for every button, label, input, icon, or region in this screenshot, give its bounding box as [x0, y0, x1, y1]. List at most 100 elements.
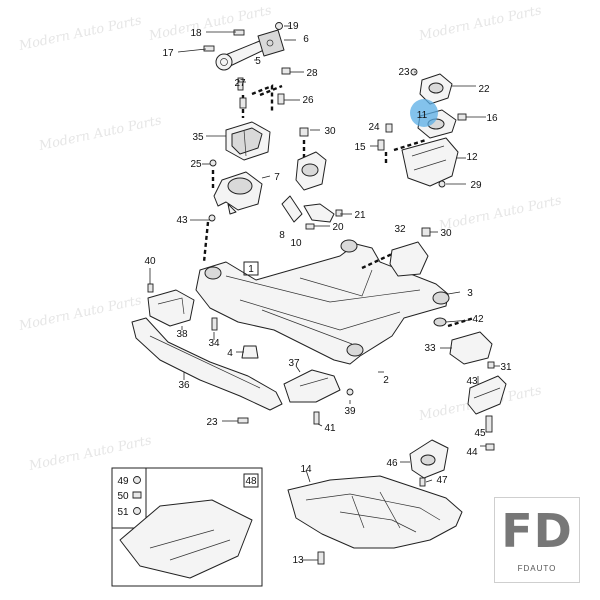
callout-7: 7 [274, 172, 280, 183]
callout-box-48 [243, 473, 259, 488]
legend-frame [111, 467, 147, 529]
callout-26: 26 [302, 95, 314, 106]
callout-48: 48 [245, 476, 257, 487]
watermark-text: Modern Auto Parts [147, 3, 274, 44]
callout-41: 41 [324, 423, 336, 434]
clip-49-icon [133, 476, 141, 484]
clip-50-icon [132, 491, 142, 499]
callout-6: 6 [303, 34, 309, 45]
callout-15: 15 [354, 142, 366, 153]
clip-51-icon [133, 507, 141, 515]
callout-1: 1 [248, 264, 254, 275]
bolt-28 [281, 67, 291, 75]
bracket-38 [147, 289, 195, 327]
callout-20: 20 [332, 222, 344, 233]
watermark-text: Modern Auto Parts [17, 13, 144, 54]
bracket-12 [401, 137, 459, 187]
watermark-text: Modern Auto Parts [437, 193, 564, 234]
bolt-17 [203, 45, 215, 52]
callout-24: 24 [368, 122, 380, 133]
callout-18: 18 [190, 28, 202, 39]
callout-40: 40 [144, 256, 156, 267]
callout-34: 34 [208, 338, 220, 349]
callout-21: 21 [354, 210, 366, 221]
bolt-13 [317, 551, 325, 565]
bushing-rear [346, 343, 364, 357]
callout-32: 32 [394, 224, 406, 235]
bracket-32 [389, 241, 429, 277]
callout-49: 49 [117, 476, 129, 487]
bolt-20 [305, 223, 315, 230]
bolt-21 [335, 209, 343, 217]
bolt-16 [457, 113, 467, 121]
torque-rod-bushing [215, 53, 233, 71]
callout-23a: 23 [398, 67, 410, 78]
callout-labels: 1 2 3 4 5 6 7 8 10 11 12 13 14 15 16 17 … [117, 21, 512, 566]
nut-19 [275, 22, 283, 30]
link-21 [303, 203, 335, 223]
callout-10: 10 [290, 238, 302, 249]
bracket-43b [467, 375, 507, 415]
bracket-33 [449, 331, 493, 365]
bolt-45 [485, 415, 493, 433]
bolt-18 [233, 29, 245, 36]
splash-shield-14 [287, 475, 463, 549]
callout-36: 36 [178, 380, 190, 391]
callout-38: 38 [176, 329, 188, 340]
callout-box-1 [243, 261, 259, 276]
callout-30a: 30 [324, 126, 336, 137]
callout-8: 8 [279, 230, 285, 241]
lower-mount-group [409, 439, 449, 487]
callout-19: 19 [287, 21, 299, 32]
bolt-41 [313, 411, 320, 425]
callout-50: 50 [117, 491, 129, 502]
callout-3: 3 [467, 288, 473, 299]
bolt-27 [237, 77, 244, 91]
upper-engine-mount-group [203, 22, 291, 161]
link-8 [281, 195, 303, 223]
callout-45: 45 [474, 428, 486, 439]
bolt-23b [237, 417, 249, 424]
callout-22: 22 [478, 84, 490, 95]
bolt-29 [438, 180, 446, 188]
callout-37: 37 [288, 358, 300, 369]
splash-shield-group [287, 475, 463, 565]
watermark-text: Modern Auto Parts [417, 3, 544, 44]
nut-4 [241, 345, 259, 359]
callout-2: 2 [383, 375, 389, 386]
washer-42 [433, 317, 447, 327]
bolt-30b [421, 227, 431, 237]
subframe-group [147, 214, 495, 369]
callout-44: 44 [466, 447, 478, 458]
bolt-15a [377, 139, 385, 151]
bracket-37 [283, 369, 341, 403]
bolt-44 [485, 443, 495, 451]
bolt-31 [487, 361, 495, 369]
bushing-3 [432, 291, 450, 305]
bolt-26b [277, 93, 285, 105]
callout-5: 5 [255, 56, 261, 67]
fdauto-logo: FD FDAUTO [494, 497, 580, 583]
bolt-43a [208, 214, 216, 222]
center-bracket-group [281, 127, 343, 230]
callout-4: 4 [227, 348, 233, 359]
right-engine-mount-group [377, 68, 467, 188]
bolt-30 [299, 127, 309, 137]
callout-43b: 43 [466, 376, 478, 387]
callout-51: 51 [117, 507, 129, 518]
watermark-text: Modern Auto Parts [17, 293, 144, 334]
callout-12: 12 [466, 152, 478, 163]
callout-28: 28 [306, 68, 318, 79]
callout-23b: 23 [206, 417, 218, 428]
callout-30b: 30 [440, 228, 452, 239]
callout-11: 11 [417, 110, 428, 121]
right-lower-bracket-group [467, 375, 507, 451]
callout-33: 33 [424, 343, 436, 354]
callout-17: 17 [162, 48, 174, 59]
bushing-front-left [204, 266, 222, 280]
bolt-34 [211, 317, 218, 331]
bolt-47 [419, 477, 426, 487]
logo-mark: FD [501, 504, 573, 558]
bushing-front-right [340, 239, 358, 253]
